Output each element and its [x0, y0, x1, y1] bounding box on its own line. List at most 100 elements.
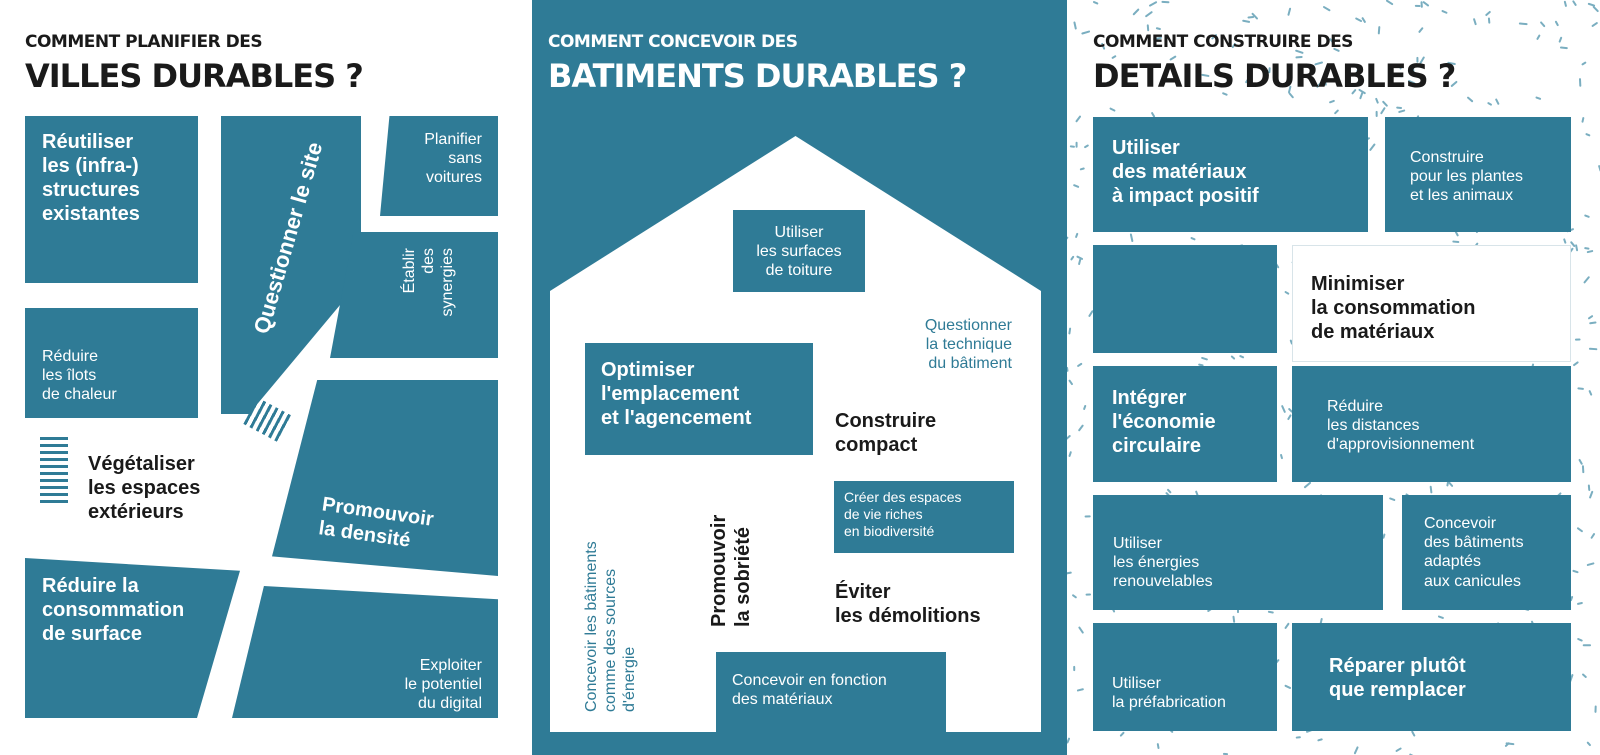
confetti-dash [1092, 1, 1099, 5]
confetti-dash [1587, 315, 1594, 320]
confetti-dash [1287, 414, 1292, 421]
confetti-dash [1447, 61, 1456, 66]
confetti-dash [1351, 89, 1357, 95]
buildings-heading-small: COMMENT CONCEVOIR DES [548, 32, 798, 52]
confetti-dash [1245, 78, 1250, 84]
confetti-dash [1385, 0, 1394, 6]
confetti-dash [1377, 26, 1381, 35]
confetti-dash [1070, 255, 1075, 261]
confetti-dash [1448, 481, 1454, 487]
confetti-dash [1358, 88, 1366, 95]
confetti-dash [1201, 73, 1210, 77]
confetti-dash [1288, 92, 1294, 99]
confetti-dash [1577, 602, 1583, 605]
confetti-dash [1581, 117, 1585, 123]
confetti-dash [1518, 22, 1528, 26]
confetti-dash [1084, 144, 1089, 149]
confetti-dash [1109, 107, 1116, 112]
confetti-dash [1473, 18, 1477, 26]
confetti-dash [1581, 61, 1587, 66]
confetti-dash [1441, 10, 1448, 14]
confetti-dash [1323, 6, 1331, 12]
confetti-dash [1355, 17, 1363, 22]
confetti-dash [1083, 404, 1087, 410]
confetti-dash [1583, 276, 1590, 284]
confetti-dash [1148, 1, 1158, 7]
confetti-dash [1359, 92, 1364, 100]
crosswalk-left [40, 437, 68, 507]
block-surface [25, 558, 240, 718]
confetti-dash [1585, 133, 1591, 137]
confetti-dash [1375, 97, 1379, 104]
confetti-dash [1288, 408, 1293, 413]
confetti-dash [1590, 533, 1596, 539]
confetti-dash [1067, 737, 1070, 744]
confetti-dash [1316, 81, 1323, 88]
confetti-dash [1078, 424, 1084, 432]
block-prefab [1093, 623, 1277, 731]
confetti-dash [1329, 99, 1335, 104]
confetti-dash [1267, 610, 1274, 614]
block-empty [1093, 245, 1277, 353]
confetti-dash [1075, 232, 1079, 238]
block-density [272, 380, 498, 576]
block-roof [733, 210, 865, 292]
confetti-dash [1201, 356, 1208, 361]
confetti-dash [1111, 55, 1117, 59]
confetti-dash [1153, 36, 1162, 41]
confetti-dash [1419, 56, 1425, 65]
confetti-dash [1382, 533, 1386, 539]
block-materials [716, 652, 946, 732]
confetti-dash [1535, 96, 1542, 100]
confetti-dash [1487, 102, 1492, 106]
confetti-dash [1242, 19, 1251, 23]
block-repair [1292, 623, 1571, 731]
confetti-dash [1389, 497, 1396, 501]
confetti-dash [1437, 615, 1444, 619]
confetti-dash [1586, 741, 1591, 747]
confetti-dash [1079, 167, 1085, 171]
confetti-dash [1073, 21, 1077, 30]
confetti-dash [1067, 435, 1071, 440]
confetti-dash [1068, 379, 1073, 386]
confetti-dash [1145, 11, 1153, 18]
confetti-dash [1450, 80, 1458, 87]
confetti-dash [1411, 730, 1416, 737]
confetti-dash [1222, 92, 1228, 96]
confetti-dash [1576, 527, 1583, 533]
confetti-dash [1558, 36, 1563, 43]
confetti-dash [1317, 738, 1323, 742]
confetti-dash [1280, 453, 1283, 460]
confetti-dash [1287, 7, 1292, 16]
confetti-dash [1303, 481, 1312, 489]
block-renewables [1093, 495, 1383, 610]
confetti-dash [1554, 20, 1559, 27]
confetti-dash [1572, 0, 1577, 6]
confetti-dash [1588, 390, 1593, 396]
confetti-dash [1106, 81, 1112, 86]
confetti-dash [1589, 321, 1597, 325]
confetti-dash [1429, 485, 1433, 494]
confetti-dash [1395, 747, 1402, 752]
confetti-dash [1570, 241, 1576, 247]
confetti-dash [1578, 458, 1583, 465]
confetti-dash [1081, 30, 1091, 35]
block-no-cars [380, 116, 498, 216]
confetti-dash [1072, 594, 1077, 599]
cities-panel: COMMENT PLANIFIER DES VILLES DURABLES ? … [0, 0, 532, 755]
